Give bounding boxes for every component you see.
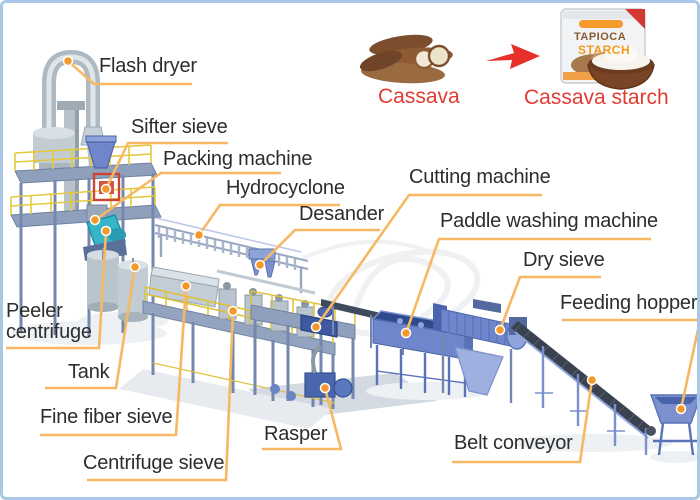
- dot-paddle-washing-machine: [400, 327, 412, 339]
- label-packing-machine: Packing machine: [163, 148, 313, 170]
- label-belt-conveyor: Belt conveyor: [454, 432, 573, 454]
- dot-centrifuge-sieve: [227, 305, 239, 317]
- dot-fine-fiber-sieve: [180, 280, 192, 292]
- belt-conveyor-illustration: [509, 317, 656, 455]
- label-centrifuge-sieve: Centrifuge sieve: [83, 452, 225, 474]
- label-cutting-machine: Cutting machine: [409, 166, 551, 188]
- dot-desander: [254, 259, 266, 271]
- label-flash-dryer: Flash dryer: [99, 55, 197, 77]
- desander-illustration: [248, 248, 276, 278]
- caption-cassava: Cassava: [378, 85, 460, 108]
- dot-belt-conveyor: [586, 374, 598, 386]
- label-peeler-centrifuge: Peeler centrifuge: [6, 300, 92, 343]
- dot-packing-machine: [89, 214, 101, 226]
- dot-sifter-sieve: [100, 183, 112, 195]
- hydrocyclone-illustration: [154, 217, 309, 293]
- dot-rasper: [319, 382, 331, 394]
- leader-dots: [62, 55, 687, 415]
- label-hydrocyclone: Hydrocyclone: [226, 177, 345, 199]
- process-line-illustration: [6, 8, 697, 482]
- bag-text-tapioca: TAPIOCA: [574, 31, 627, 43]
- label-tank: Tank: [68, 361, 110, 383]
- dot-feeding-hopper: [675, 403, 687, 415]
- dot-peeler-centrifuge: [100, 225, 112, 237]
- label-dry-sieve: Dry sieve: [523, 249, 605, 271]
- dot-flash-dryer: [62, 55, 74, 67]
- label-desander: Desander: [299, 203, 385, 225]
- starch-bowl-image: [587, 45, 655, 90]
- dot-dry-sieve: [494, 324, 506, 336]
- rasper-illustration: [270, 345, 353, 401]
- label-sifter-sieve: Sifter sieve: [131, 116, 228, 138]
- cassava-roots-image: [359, 34, 453, 84]
- label-rasper: Rasper: [264, 423, 328, 445]
- label-fine-fiber-sieve: Fine fiber sieve: [40, 406, 173, 428]
- dot-cutting-machine: [310, 321, 322, 333]
- leader-lines: [6, 60, 697, 482]
- feeding-hopper-illustration: [650, 394, 697, 456]
- bag-text-starch: STARCH: [578, 43, 631, 57]
- flash-dryer-illustration: [10, 49, 162, 337]
- caption-cassava-starch: Cassava starch: [524, 86, 669, 109]
- label-paddle-washing-machine: Paddle washing machine: [440, 210, 658, 232]
- flow-arrow: [486, 44, 540, 69]
- dot-tank: [129, 261, 141, 273]
- label-feeding-hopper: Feeding hopper: [560, 292, 698, 314]
- dot-hydrocyclone: [193, 229, 205, 241]
